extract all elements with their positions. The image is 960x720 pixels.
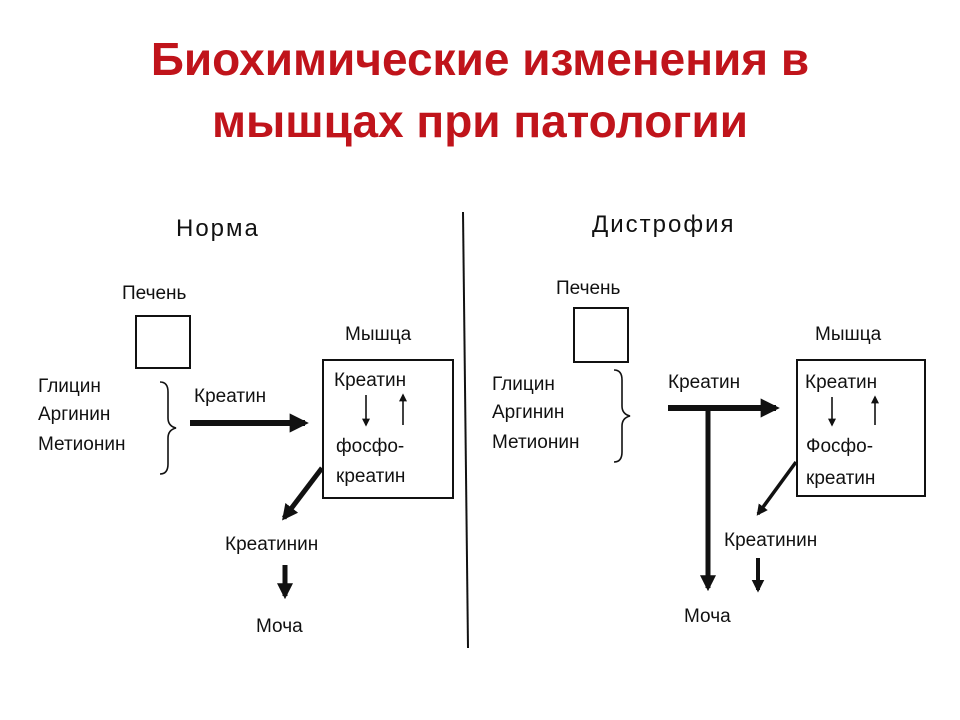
norm-muscle-creatine: Креатин	[334, 370, 406, 391]
dystrophy-muscle-label: Мышца	[815, 324, 882, 345]
slide-title: Биохимические изменения в мышцах при пат…	[0, 28, 960, 152]
norm-amino-acid-1: Глицин	[38, 376, 101, 397]
norm-muscle-label: Мышца	[345, 324, 412, 345]
norm-liver-box	[135, 315, 191, 369]
slide-title-line1: Биохимические изменения в	[150, 33, 810, 85]
dystrophy-liver-label: Печень	[556, 278, 621, 299]
slide-title-line2: мышцах при патологии	[211, 95, 749, 147]
norm-panel: Норма Печень Глицин Аргинин Метионин Кре…	[38, 215, 454, 637]
norm-urine-label: Моча	[256, 616, 303, 637]
norm-amino-acid-2: Аргинин	[38, 404, 110, 425]
dystrophy-muscle-box	[796, 359, 926, 497]
panel-divider	[462, 211, 469, 649]
norm-phospho-line1: фосфо-	[336, 436, 404, 457]
dystrophy-amino-acid-3: Метионин	[492, 432, 579, 453]
dystrophy-panel: Дистрофия Печень Глицин Аргинин Метионин…	[492, 211, 926, 627]
dystrophy-muscle-creatine: Креатин	[805, 372, 877, 393]
dystrophy-amino-acid-1: Глицин	[492, 374, 555, 395]
norm-header: Норма	[176, 215, 260, 242]
dystrophy-urine-label: Моча	[684, 606, 731, 627]
norm-brace	[159, 381, 177, 475]
dystrophy-amino-acid-2: Аргинин	[492, 402, 564, 423]
dystrophy-phospho-line1: Фосфо-	[806, 436, 873, 457]
norm-amino-acid-3: Метионин	[38, 434, 125, 455]
dystrophy-phospho-line2: креатин	[806, 468, 875, 489]
norm-muscle-to-creatinine-arrow	[282, 466, 324, 521]
dystrophy-creatine-label: Креатин	[668, 372, 740, 393]
dystrophy-header: Дистрофия	[592, 211, 736, 238]
norm-liver-label: Печень	[122, 283, 187, 304]
dystrophy-brace	[613, 369, 631, 463]
norm-creatinine-label: Креатинин	[225, 534, 318, 555]
dystrophy-liver-box	[573, 307, 629, 363]
dystrophy-creatinine-label: Креатинин	[724, 530, 817, 551]
dystrophy-muscle-to-creatinine-arrow	[756, 460, 798, 516]
norm-creatine-label: Креатин	[194, 386, 266, 407]
norm-muscle-box	[322, 359, 454, 499]
norm-phospho-line2: креатин	[336, 466, 405, 487]
